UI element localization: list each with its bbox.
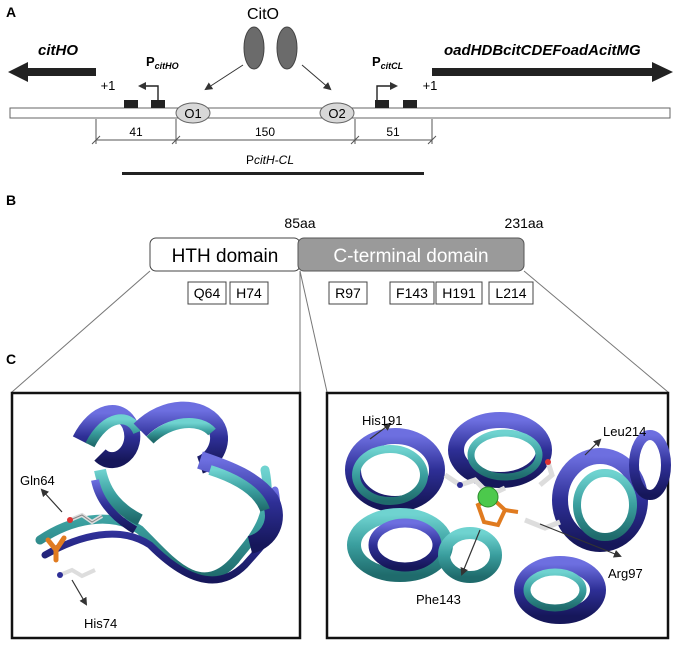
operator-o2 bbox=[319, 102, 355, 124]
phe143-label: Phe143 bbox=[416, 592, 461, 607]
distance-150: 150 bbox=[255, 125, 275, 139]
leu214-arrow bbox=[584, 438, 602, 456]
gln64-label: Gln64 bbox=[20, 473, 55, 488]
residue-box-l214 bbox=[488, 281, 534, 305]
distance-scale bbox=[91, 119, 437, 145]
his74-arrow bbox=[71, 579, 88, 606]
residue-box-h191 bbox=[435, 281, 483, 305]
residue-box-h74 bbox=[229, 281, 269, 305]
arrow-to-o2 bbox=[301, 64, 332, 91]
gene-right-label: oadHDBcitCDEFoadAcitMG bbox=[444, 42, 641, 59]
c-terminal-structure bbox=[345, 412, 671, 624]
residue-r97: R97 bbox=[335, 285, 361, 301]
cito-label: CitO bbox=[247, 6, 279, 23]
gene-arrow-left bbox=[8, 62, 96, 82]
residue-boxes: Q64 H74 R97 F143 H191 L214 bbox=[187, 281, 534, 305]
phe143-arrow bbox=[460, 529, 481, 576]
residue-box-q64 bbox=[187, 281, 227, 305]
residue-h191: H191 bbox=[442, 285, 476, 301]
distance-51: 51 bbox=[386, 125, 400, 139]
operator-o2-label: O2 bbox=[328, 106, 345, 121]
residue-q64: Q64 bbox=[194, 285, 221, 301]
his191-arrow bbox=[369, 422, 392, 440]
panel-label-b: B bbox=[6, 192, 16, 208]
promoter-arrow-left bbox=[138, 82, 159, 100]
promoter-box-right-1 bbox=[375, 100, 389, 108]
zoom-lines bbox=[11, 270, 669, 393]
residue-h74: H74 bbox=[236, 285, 262, 301]
residue-box-f143 bbox=[389, 281, 435, 305]
position-231aa: 231aa bbox=[505, 215, 544, 231]
cito-monomer-left bbox=[243, 26, 265, 70]
hth-domain-label: HTH domain bbox=[172, 246, 279, 267]
promoter-box-left-2 bbox=[151, 100, 165, 108]
tss-left-label: +1 bbox=[101, 78, 116, 93]
promoter-box-left-1 bbox=[124, 100, 138, 108]
promoter-box-right-2 bbox=[403, 100, 417, 108]
arg97-arrow bbox=[539, 523, 622, 558]
position-85aa: 85aa bbox=[284, 215, 315, 231]
gene-left-label: citHO bbox=[38, 42, 78, 59]
residue-box-r97 bbox=[328, 281, 368, 305]
distance-41: 41 bbox=[129, 125, 143, 139]
panel-label-c: C bbox=[6, 351, 16, 367]
promoter-left-label: PcitHO bbox=[146, 54, 179, 71]
tss-right-label: +1 bbox=[423, 78, 438, 93]
his191-label: His191 bbox=[362, 413, 402, 428]
operator-o1-label: O1 bbox=[184, 106, 201, 121]
region-bar bbox=[122, 172, 424, 175]
panel-label-a: A bbox=[6, 4, 16, 20]
arrow-to-o1 bbox=[204, 64, 244, 91]
residue-f143: F143 bbox=[396, 285, 428, 301]
gln64-arrow bbox=[40, 488, 63, 513]
promoter-arrow-right bbox=[376, 82, 398, 100]
his74-label: His74 bbox=[84, 616, 117, 631]
gene-arrow-right bbox=[432, 62, 673, 82]
leu214-label: Leu214 bbox=[603, 424, 646, 439]
operator-o1 bbox=[175, 102, 211, 124]
region-label: PcitH-CL bbox=[246, 153, 294, 167]
hth-structure bbox=[35, 401, 283, 584]
promoter-right-label: PcitCL bbox=[372, 54, 403, 71]
cito-monomer-right bbox=[276, 26, 298, 70]
c-terminal-domain-box bbox=[297, 237, 525, 272]
c-terminal-domain-label: C-terminal domain bbox=[333, 246, 488, 267]
residue-l214: L214 bbox=[495, 285, 526, 301]
arg97-label: Arg97 bbox=[608, 566, 643, 581]
